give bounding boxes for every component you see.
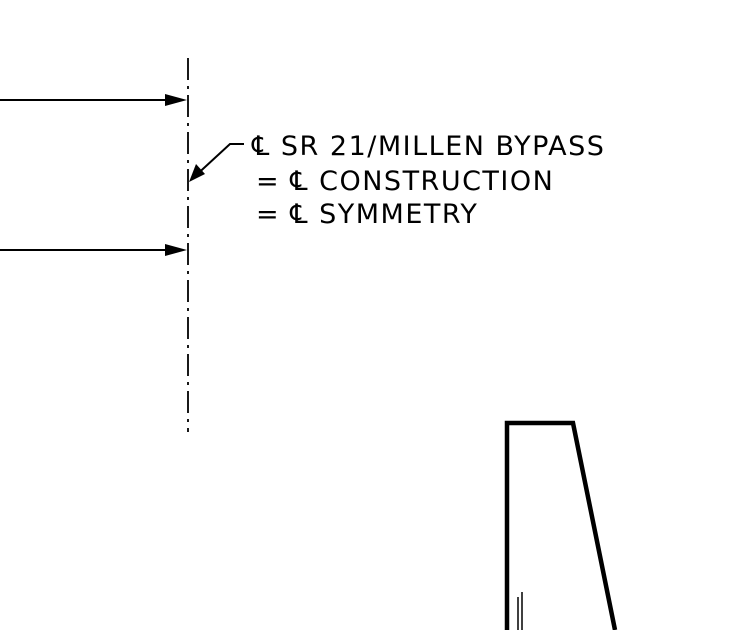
note-line-3: = ℄ SYMMETRY	[256, 199, 478, 230]
leader-arrowhead	[189, 164, 205, 182]
barrier-profile	[504, 420, 618, 630]
arrowhead-lower	[165, 244, 187, 256]
note-line-2: = ℄ CONSTRUCTION	[256, 166, 554, 197]
arrowhead-upper	[165, 94, 187, 106]
leader-line	[191, 143, 244, 180]
note-line-1: ℄ SR 21/MILLEN BYPASS	[251, 131, 605, 162]
